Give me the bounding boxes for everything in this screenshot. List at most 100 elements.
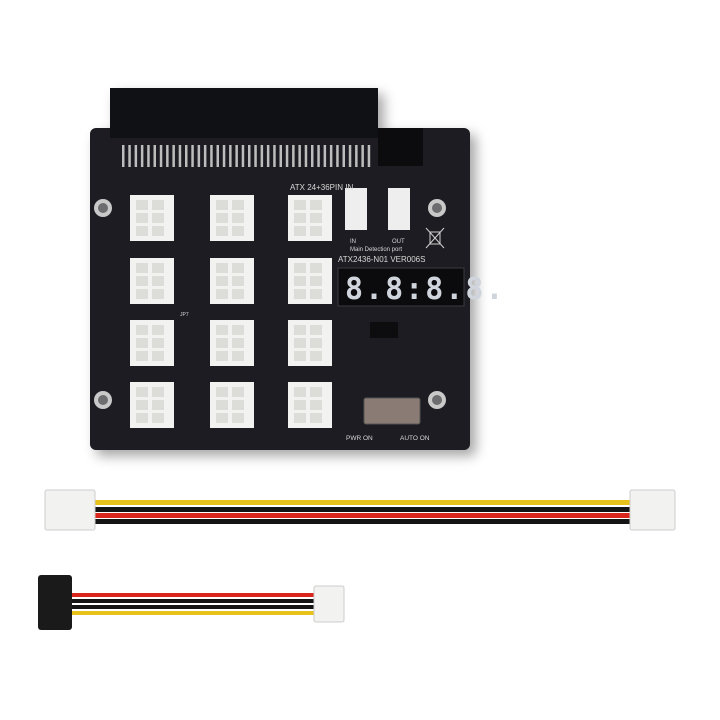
atx-edge-connector bbox=[110, 88, 378, 138]
connector-pin bbox=[216, 351, 228, 361]
header-pin bbox=[260, 145, 264, 167]
connector-pin bbox=[216, 200, 228, 210]
connector-pin bbox=[232, 213, 244, 223]
header-pin bbox=[166, 145, 169, 167]
header-label: ATX 24+36PIN IN bbox=[290, 183, 353, 192]
header-pin bbox=[216, 145, 219, 167]
connector-pin bbox=[216, 413, 228, 423]
connector-pin bbox=[310, 276, 322, 286]
header-pin bbox=[329, 145, 333, 167]
connector-pin bbox=[232, 226, 244, 236]
sata-cable bbox=[38, 575, 345, 630]
connector-pin bbox=[216, 289, 228, 299]
connector-pin bbox=[310, 400, 322, 410]
connector-pin bbox=[152, 200, 164, 210]
connector-pin bbox=[294, 200, 306, 210]
header-pin bbox=[367, 145, 371, 167]
connector-pin bbox=[232, 338, 244, 348]
connector-pin bbox=[294, 289, 306, 299]
connector-pin bbox=[232, 351, 244, 361]
header-pin bbox=[185, 145, 188, 167]
auto-on-label: AUTO ON bbox=[400, 435, 430, 442]
connector-pin bbox=[310, 213, 322, 223]
connector-pin bbox=[152, 351, 164, 361]
header-pin bbox=[279, 145, 282, 167]
connector-pin bbox=[294, 276, 306, 286]
header-pin bbox=[355, 145, 358, 167]
header-pin bbox=[229, 145, 232, 167]
connector-pin bbox=[232, 413, 244, 423]
model-label: ATX2436-N01 VER006S bbox=[338, 255, 425, 264]
header-pin bbox=[285, 145, 289, 167]
connector-pin bbox=[294, 387, 306, 397]
connector-pin bbox=[136, 226, 148, 236]
mounting-holes bbox=[94, 199, 446, 409]
connector-pin bbox=[232, 276, 244, 286]
connector-pin bbox=[136, 276, 148, 286]
header-pin bbox=[266, 145, 270, 167]
connector-pin bbox=[136, 200, 148, 210]
connector-pin bbox=[294, 413, 306, 423]
header-pin bbox=[172, 145, 175, 167]
power-switch[interactable] bbox=[363, 397, 421, 425]
header-pin bbox=[210, 145, 213, 167]
header-pins bbox=[122, 145, 371, 167]
connector-pin bbox=[310, 263, 322, 273]
connector-pin bbox=[232, 325, 244, 335]
connector-pin bbox=[232, 200, 244, 210]
header-pin bbox=[298, 145, 301, 167]
connector-pin bbox=[136, 213, 148, 223]
connector-pin bbox=[294, 226, 306, 236]
connector-pin bbox=[310, 387, 322, 397]
header-pin bbox=[317, 145, 320, 167]
header-pin bbox=[248, 145, 251, 167]
connector-pin bbox=[136, 351, 148, 361]
connector-pin bbox=[152, 400, 164, 410]
connector-pin bbox=[310, 226, 322, 236]
connector-pin bbox=[152, 413, 164, 423]
header-pin bbox=[222, 145, 226, 167]
connector-pin bbox=[232, 289, 244, 299]
connector-pin bbox=[216, 213, 228, 223]
connector-pin bbox=[152, 325, 164, 335]
header-pin bbox=[178, 145, 182, 167]
header-pin bbox=[273, 145, 276, 167]
connector-pin bbox=[310, 338, 322, 348]
connector-pin bbox=[216, 400, 228, 410]
connector-pin bbox=[152, 387, 164, 397]
header-pin bbox=[323, 145, 327, 167]
header-pin bbox=[203, 145, 207, 167]
connector-pin bbox=[136, 289, 148, 299]
connector-pin bbox=[232, 387, 244, 397]
header-pin bbox=[361, 145, 364, 167]
header-pin bbox=[292, 145, 295, 167]
connector-pin bbox=[310, 289, 322, 299]
header-pin bbox=[159, 145, 163, 167]
header-pin bbox=[140, 145, 144, 167]
connector-pin bbox=[294, 325, 306, 335]
connector-pin bbox=[152, 226, 164, 236]
connector-pin bbox=[216, 263, 228, 273]
connector-pin bbox=[216, 226, 228, 236]
connector-pin bbox=[294, 263, 306, 273]
molex-cable bbox=[44, 489, 676, 531]
connector-pin bbox=[294, 400, 306, 410]
weee-bin-icon bbox=[425, 227, 445, 249]
connector-pin bbox=[294, 213, 306, 223]
connector-pin bbox=[310, 351, 322, 361]
header-pin bbox=[336, 145, 339, 167]
connector-pin bbox=[136, 413, 148, 423]
connector-pin bbox=[136, 387, 148, 397]
connector-pin bbox=[152, 276, 164, 286]
led-display bbox=[337, 267, 465, 307]
relay bbox=[378, 128, 423, 166]
connector-pin bbox=[136, 338, 148, 348]
connector-pin bbox=[152, 263, 164, 273]
connector-pin bbox=[310, 325, 322, 335]
header-pin bbox=[311, 145, 314, 167]
out-label: OUT bbox=[392, 239, 405, 245]
header-pin bbox=[304, 145, 308, 167]
connector-pin bbox=[136, 400, 148, 410]
connector-pin bbox=[152, 338, 164, 348]
header-pin bbox=[197, 145, 201, 167]
